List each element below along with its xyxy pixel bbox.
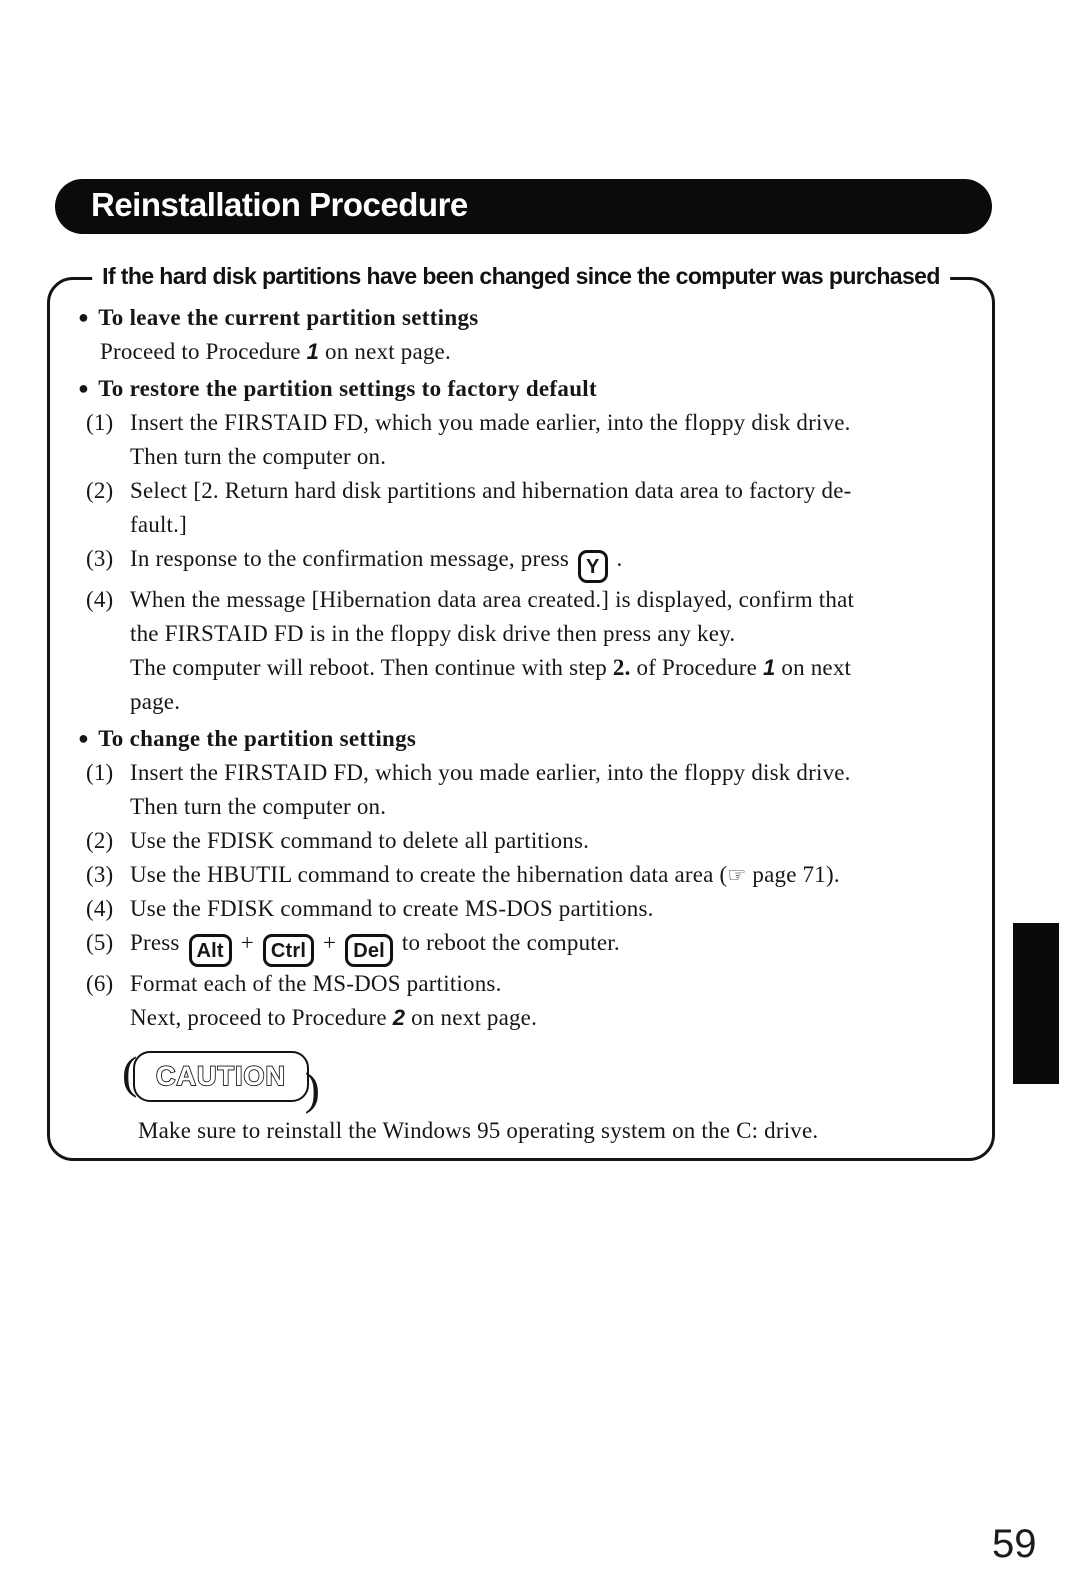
procedure-section: ● To change the partition settings (1) Inse… [78, 721, 984, 1035]
body-text: Next, proceed to Procedure [130, 1005, 393, 1030]
body-text: page 71). [746, 862, 840, 887]
body-text: + [234, 930, 260, 955]
step-number: (1) [86, 410, 114, 435]
caution-row: ( CAUTION ) [122, 1050, 984, 1112]
body-text: In response to the confirmation message,… [130, 546, 576, 571]
step-text: In response to the confirmation message,… [130, 542, 984, 583]
body-text: fault.] [130, 512, 187, 537]
step-number: (1) [86, 760, 114, 785]
bullet-icon: ● [78, 378, 90, 398]
step-text: Use the FDISK command to delete all part… [130, 824, 984, 858]
body-text: on next [775, 655, 852, 680]
body-text: to reboot the computer. [395, 930, 620, 955]
banner-title: Reinstallation Procedure [91, 186, 468, 223]
step-number: (2) [86, 828, 114, 853]
procedure-section: ● To leave the current partition settings… [78, 300, 984, 369]
body-text: Then turn the computer on. [130, 444, 387, 469]
body-text: Insert the FIRSTAID FD, which you made e… [130, 410, 851, 435]
step-number: (6) [86, 971, 114, 996]
step-number: (5) [86, 930, 114, 955]
section-intro: Proceed to Procedure 1 on next page. [100, 335, 984, 369]
keycap-ctrl: Ctrl [262, 934, 315, 967]
step-number: (4) [86, 587, 114, 612]
body-text: on next page. [319, 339, 451, 364]
body-text: + [317, 930, 343, 955]
body-text: page. [130, 689, 181, 714]
body-text: on next page. [405, 1005, 538, 1030]
step-item: (1) Insert the FIRSTAID FD, which you mad… [86, 756, 984, 824]
section-heading-label: To restore the partition settings to fac… [98, 376, 597, 401]
body-text: Use the HBUTIL command to create the hib… [130, 862, 728, 887]
section-banner: Reinstallation Procedure [55, 179, 992, 234]
step-item: (4) When the message [Hibernation data ar… [86, 583, 984, 719]
step-text: Use the FDISK command to create MS-DOS p… [130, 892, 984, 926]
caution-decoration-left: ( [122, 1047, 138, 1098]
body-text: Then turn the computer on. [130, 794, 387, 819]
caution-text: Make sure to reinstall the Windows 95 op… [138, 1118, 819, 1143]
step-item: (3) In response to the confirmation messa… [86, 542, 984, 583]
body-text: of Procedure [630, 655, 763, 680]
section-heading: ● To leave the current partition settings [78, 300, 984, 335]
step-item: (6) Format each of the MS-DOS partitions.… [86, 967, 984, 1035]
page-number: 59 [992, 1522, 1037, 1566]
step-number: (3) [86, 862, 114, 887]
procedure-section: ● To restore the partition settings to fa… [78, 371, 984, 719]
body-text: Proceed to Procedure [100, 339, 307, 364]
keycap-del: Del [345, 934, 393, 967]
body-text: the FIRSTAID FD is in the floppy disk dr… [130, 621, 736, 646]
step-item: (1) Insert the FIRSTAID FD, which you mad… [86, 406, 984, 474]
step-item: (5) Press Alt + Ctrl + Del to reboot the … [86, 926, 984, 967]
box-title: If the hard disk partitions have been ch… [92, 263, 950, 290]
step-text: Use the HBUTIL command to create the hib… [130, 858, 984, 892]
procedure-number: 1 [763, 655, 776, 680]
keycap-alt: Alt [188, 934, 232, 967]
chapter-index-tab [1013, 923, 1059, 1084]
body-text: . [610, 546, 623, 571]
bullet-icon: ● [78, 307, 90, 327]
caution-label: CAUTION [156, 1061, 286, 1091]
body-text: Use the FDISK command to delete all part… [130, 828, 590, 853]
section-heading-label: To leave the current partition settings [98, 305, 479, 330]
emphasis-text: 2. [612, 655, 631, 680]
body-text: Use the FDISK command to create MS-DOS p… [130, 896, 654, 921]
page-reference-hand-icon: ☞ [727, 863, 747, 887]
body-text: When the message [Hibernation data area … [130, 587, 855, 612]
step-text: Press Alt + Ctrl + Del to reboot the com… [130, 926, 984, 967]
step-text: Select [2. Return hard disk partitions a… [130, 474, 984, 542]
caution-badge: ( CAUTION ) [122, 1050, 320, 1112]
bullet-icon: ● [78, 728, 90, 748]
caution-decoration-right: ) [304, 1063, 320, 1114]
step-text: Insert the FIRSTAID FD, which you made e… [130, 406, 984, 474]
step-number: (4) [86, 896, 114, 921]
step-item: (2) Use the FDISK command to delete all p… [86, 824, 984, 858]
step-text: Insert the FIRSTAID FD, which you made e… [130, 756, 984, 824]
procedure-number: 2 [392, 1005, 406, 1030]
step-text: Format each of the MS-DOS partitions. Nex… [130, 967, 984, 1035]
step-text: When the message [Hibernation data area … [130, 583, 984, 719]
body-text: Format each of the MS-DOS partitions. [130, 971, 502, 996]
body-text: The computer will reboot. Then continue … [130, 655, 613, 680]
procedure-number: 1 [306, 339, 320, 364]
step-number: (2) [86, 478, 114, 503]
body-text: Select [2. Return hard disk partitions a… [130, 478, 852, 503]
step-number: (3) [86, 546, 114, 571]
keycap-y: Y [578, 550, 608, 583]
body-text: Press [130, 930, 186, 955]
body-text: Insert the FIRSTAID FD, which you made e… [130, 760, 851, 785]
box-sections: ● To leave the current partition settings… [78, 300, 984, 1035]
procedure-box: If the hard disk partitions have been ch… [47, 263, 995, 1161]
step-item: (3) Use the HBUTIL command to create the … [86, 858, 984, 892]
caution-label-graphic: CAUTION [155, 1060, 286, 1092]
step-item: (2) Select [2. Return hard disk partition… [86, 474, 984, 542]
section-heading-label: To change the partition settings [98, 726, 417, 751]
step-item: (4) Use the FDISK command to create MS-DO… [86, 892, 984, 926]
section-heading: ● To restore the partition settings to fa… [78, 371, 984, 406]
section-heading: ● To change the partition settings [78, 721, 984, 756]
